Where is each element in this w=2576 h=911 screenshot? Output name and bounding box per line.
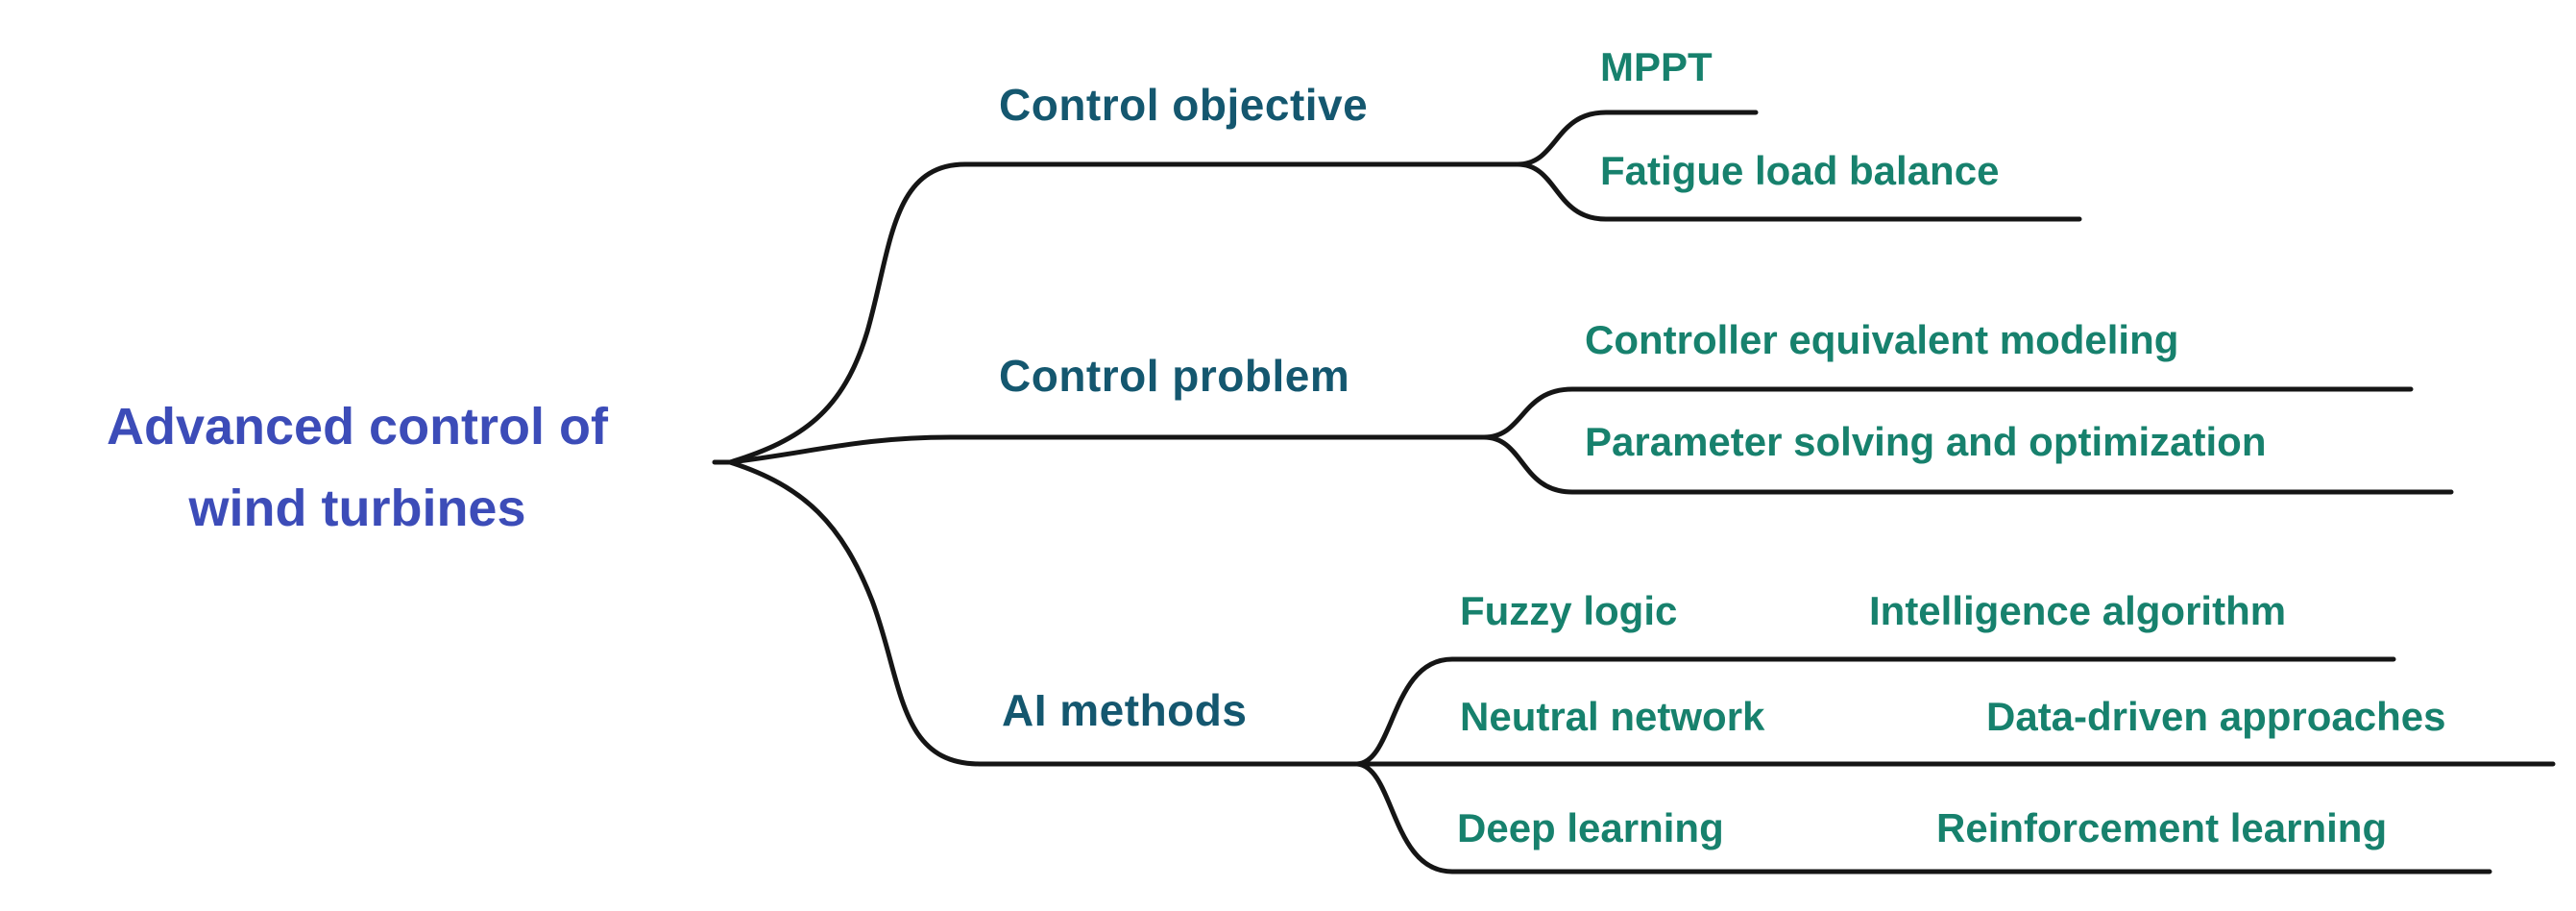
link-control-objective-to-mppt bbox=[1515, 110, 1759, 167]
link-root-to-control-problem bbox=[727, 434, 1487, 465]
leaf-mppt: MPPT bbox=[1600, 44, 1713, 89]
branch-control-objective: Control objective bbox=[999, 80, 1369, 130]
link-ai-methods-to-row-fuzzy bbox=[1354, 656, 2396, 767]
leaf-controller-equivalent-modeling: Controller equivalent modeling bbox=[1585, 317, 2179, 362]
leaf-intelligence-algorithm: Intelligence algorithm bbox=[1869, 588, 2287, 633]
leaf-parameter-solving-optimization: Parameter solving and optimization bbox=[1585, 419, 2267, 464]
link-control-problem-to-controller-equivalent-modeling bbox=[1481, 386, 2414, 440]
leaf-data-driven-approaches: Data-driven approaches bbox=[1986, 694, 2446, 739]
link-ai-methods-to-row-deep bbox=[1354, 761, 2492, 874]
leaf-fuzzy-logic: Fuzzy logic bbox=[1460, 588, 1678, 633]
branch-control-problem: Control problem bbox=[999, 351, 1350, 401]
leaf-reinforcement-learning: Reinforcement learning bbox=[1936, 805, 2388, 850]
leaf-fatigue-load-balance: Fatigue load balance bbox=[1600, 148, 2000, 193]
leaf-neutral-network: Neutral network bbox=[1460, 694, 1765, 739]
leaf-deep-learning: Deep learning bbox=[1457, 805, 1724, 850]
branch-ai-methods: AI methods bbox=[1002, 685, 1248, 735]
root-node-advanced-control: Advanced control of wind turbines bbox=[106, 398, 609, 538]
link-root-to-control-objective bbox=[727, 161, 1520, 465]
link-root-to-ai-methods bbox=[727, 459, 1360, 767]
link-control-problem-to-parameter-solving bbox=[1481, 434, 2454, 495]
link-control-objective-to-fatigue-load-balance bbox=[1515, 161, 2082, 222]
